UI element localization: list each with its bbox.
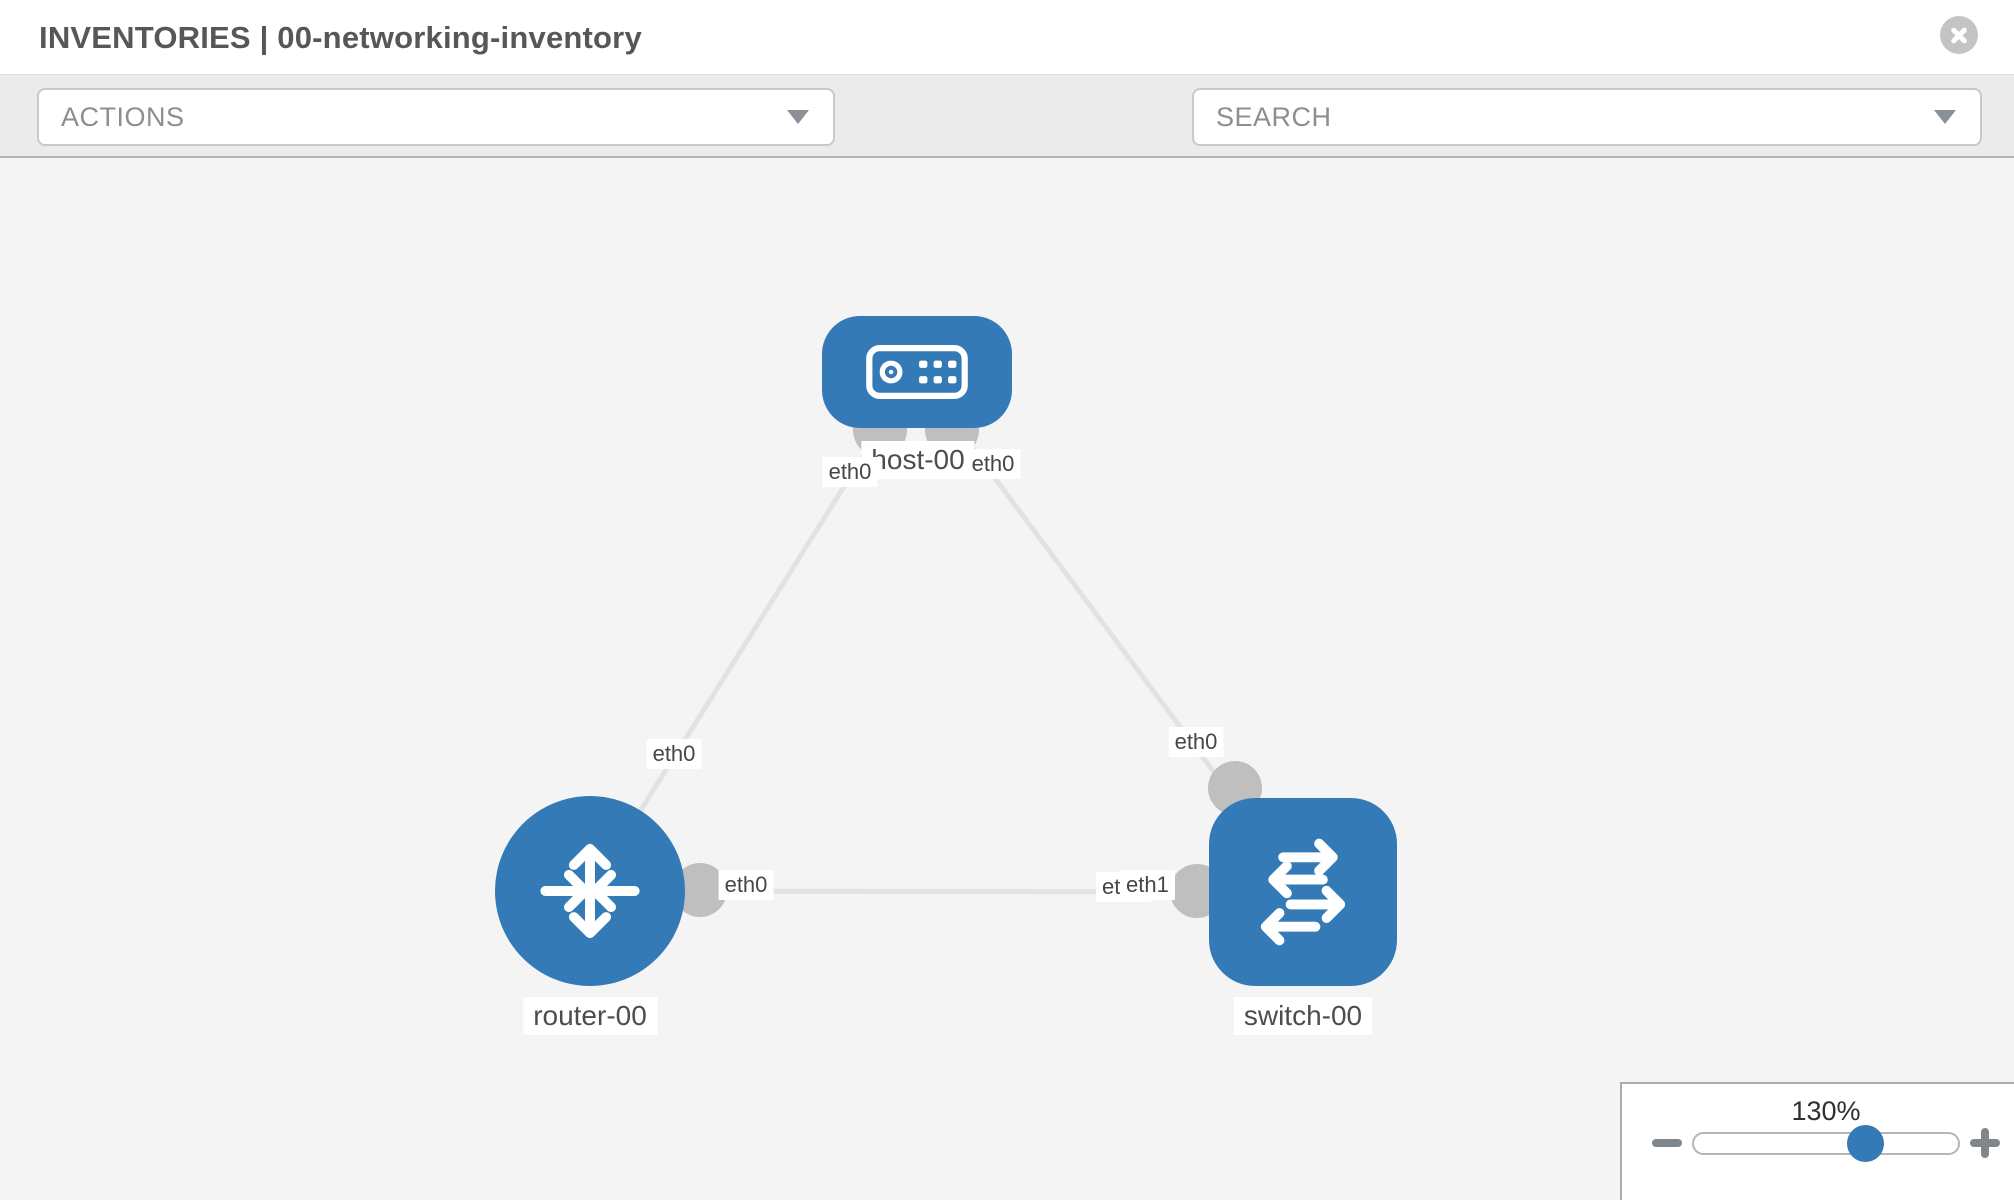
interface-label-router-top: eth0 [646, 739, 702, 769]
plus-icon-bar [1981, 1128, 1989, 1158]
close-icon[interactable] [1940, 16, 1978, 54]
interface-label-host-right: eth0 [965, 449, 1021, 479]
node-router-00[interactable] [495, 796, 685, 986]
zoom-control-panel: 130% [1620, 1082, 2014, 1200]
actions-dropdown[interactable]: ACTIONS [37, 88, 835, 146]
zoom-out-minus-icon[interactable] [1652, 1139, 1682, 1147]
node-host-00[interactable] [822, 316, 1012, 428]
node-label-router: router-00 [523, 997, 657, 1035]
interface-label-host-left: eth0 [822, 457, 878, 487]
search-dropdown[interactable]: SEARCH [1192, 88, 1982, 146]
interface-label-switch-left: eth1 [1120, 870, 1175, 900]
page-title: INVENTORIES | 00-networking-inventory [39, 20, 642, 55]
topology-links-layer [587, 370, 1306, 918]
switch-icon [1260, 838, 1346, 946]
node-label-switch: switch-00 [1233, 997, 1373, 1035]
chevron-down-icon [1934, 110, 1956, 124]
zoom-in-plus-icon[interactable] [1970, 1128, 2000, 1158]
zoom-slider-track[interactable] [1692, 1132, 1960, 1155]
router-icon [540, 843, 640, 939]
actions-dropdown-label: ACTIONS [61, 101, 185, 132]
interface-label-switch-top: eth0 [1168, 727, 1224, 757]
zoom-level-value: 130% [1791, 1096, 1861, 1126]
header: INVENTORIES | 00-networking-inventory [0, 0, 2014, 74]
node-switch-00[interactable] [1209, 798, 1397, 986]
chevron-down-icon [787, 110, 809, 124]
search-dropdown-label: SEARCH [1216, 101, 1332, 132]
node-label-host: host-00 [861, 441, 975, 479]
toolbar: ACTIONS SEARCH [0, 74, 2014, 215]
topology-canvas[interactable]: host-00 router-00 switch-00 eth0 eth0 et… [0, 158, 2014, 1200]
interface-label-router-right: eth0 [718, 870, 774, 900]
host-icon [866, 345, 968, 399]
zoom-slider-handle[interactable] [1847, 1125, 1884, 1162]
port-dot [673, 863, 727, 917]
